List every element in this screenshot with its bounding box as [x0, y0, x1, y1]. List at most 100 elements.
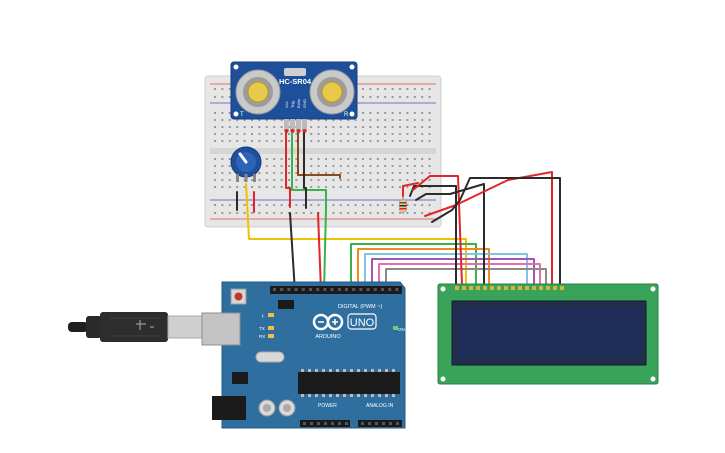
led-l-label: L	[262, 313, 265, 318]
terminal-hole	[325, 133, 327, 135]
terminal-hole	[280, 119, 283, 121]
terminal-hole	[317, 133, 320, 135]
digital-label: DIGITAL (PWM ~)	[338, 304, 382, 310]
terminal-hole	[391, 112, 394, 114]
terminal-hole	[280, 165, 283, 167]
rail-hole	[369, 88, 372, 90]
wire-lcd-rw	[415, 183, 485, 286]
ic-pin	[364, 394, 367, 397]
terminal-hole	[376, 119, 379, 121]
terminal-hole	[354, 165, 357, 167]
terminal-hole	[413, 112, 416, 114]
rail-hole	[302, 212, 305, 214]
header-socket	[324, 422, 327, 425]
terminal-hole	[376, 165, 379, 167]
rail-hole	[362, 88, 364, 90]
ic-pin	[350, 369, 353, 372]
terminal-hole	[221, 112, 224, 114]
terminal-hole	[369, 172, 372, 174]
terminal-hole	[384, 158, 387, 160]
terminal-hole	[391, 119, 394, 121]
terminal-hole	[413, 158, 416, 160]
rail-hole	[421, 96, 424, 98]
terminal-hole	[376, 186, 379, 188]
rail-hole	[221, 96, 224, 98]
transducer-right	[309, 69, 355, 115]
arduino-uno[interactable]: DIGITAL (PWM ~) UNO ARDUINO L TX RX ON	[201, 281, 406, 429]
terminal-hole	[406, 126, 409, 128]
terminal-hole	[214, 179, 216, 181]
lcd-16x2[interactable]	[437, 283, 659, 385]
header-socket	[381, 288, 384, 291]
terminal-hole	[221, 133, 224, 135]
terminal-hole	[332, 179, 335, 181]
voltage-regulator	[232, 372, 248, 384]
terminal-hole	[325, 165, 327, 167]
terminal-hole	[221, 179, 224, 181]
resistor[interactable]	[399, 196, 407, 214]
terminal-hole	[339, 165, 342, 167]
rail-hole	[399, 212, 401, 214]
potentiometer[interactable]	[230, 146, 262, 182]
terminal-hole	[428, 179, 431, 181]
terminal-hole	[325, 158, 327, 160]
rail-hole	[376, 96, 379, 98]
terminal-hole	[391, 140, 394, 142]
header-socket	[337, 288, 341, 291]
pin-trig-label: Trig	[290, 101, 295, 108]
terminal-hole	[332, 165, 335, 167]
ic-pin	[357, 369, 360, 372]
ultrasonic-sensor[interactable]: HC-SR04 T R Vcc Trig Echo GND	[230, 61, 358, 133]
lcd-pin-header	[455, 286, 564, 290]
terminal-hole	[273, 133, 276, 135]
terminal-hole	[280, 126, 283, 128]
ic-pin	[329, 394, 332, 397]
terminal-hole	[243, 186, 246, 188]
terminal-hole	[280, 158, 283, 160]
wire-sensor-gnd	[303, 132, 307, 209]
rail-hole	[214, 204, 216, 206]
atmega-chip	[298, 372, 400, 394]
terminal-hole	[265, 179, 268, 181]
terminal-hole	[325, 186, 327, 188]
header-socket	[352, 288, 356, 291]
terminal-hole	[325, 126, 327, 128]
header-socket	[366, 288, 370, 291]
rail-hole	[384, 212, 387, 214]
sensor-corner-r: R	[344, 112, 349, 118]
terminal-hole	[428, 158, 431, 160]
terminal-hole	[228, 165, 231, 167]
terminal-hole	[310, 186, 313, 188]
rail-hole	[243, 204, 246, 206]
ic-pin	[378, 369, 381, 372]
rail-hole	[428, 212, 431, 214]
terminal-hole	[295, 186, 298, 188]
terminal-hole	[339, 140, 342, 142]
terminal-hole	[362, 172, 364, 174]
rail-hole	[243, 212, 246, 214]
digital-header-pins	[273, 288, 399, 291]
terminal-hole	[413, 165, 416, 167]
rail-hole	[347, 212, 350, 214]
terminal-hole	[376, 140, 379, 142]
terminal-hole	[347, 140, 350, 142]
led-on	[393, 326, 398, 330]
terminal-hole	[369, 140, 372, 142]
terminal-hole	[384, 119, 387, 121]
terminal-hole	[251, 179, 253, 181]
terminal-hole	[347, 158, 350, 160]
rail-hole	[295, 212, 298, 214]
header-socket	[309, 288, 312, 291]
terminal-hole	[406, 165, 409, 167]
rail-hole	[214, 212, 216, 214]
usb-cable[interactable]	[68, 312, 203, 342]
header-socket	[395, 288, 399, 291]
terminal-hole	[214, 112, 216, 114]
rail-hole	[406, 212, 409, 214]
ic-pin	[315, 369, 318, 372]
terminal-hole	[391, 126, 394, 128]
ic-pin	[378, 394, 381, 397]
terminal-hole	[399, 186, 401, 188]
terminal-hole	[347, 165, 350, 167]
terminal-hole	[384, 140, 387, 142]
